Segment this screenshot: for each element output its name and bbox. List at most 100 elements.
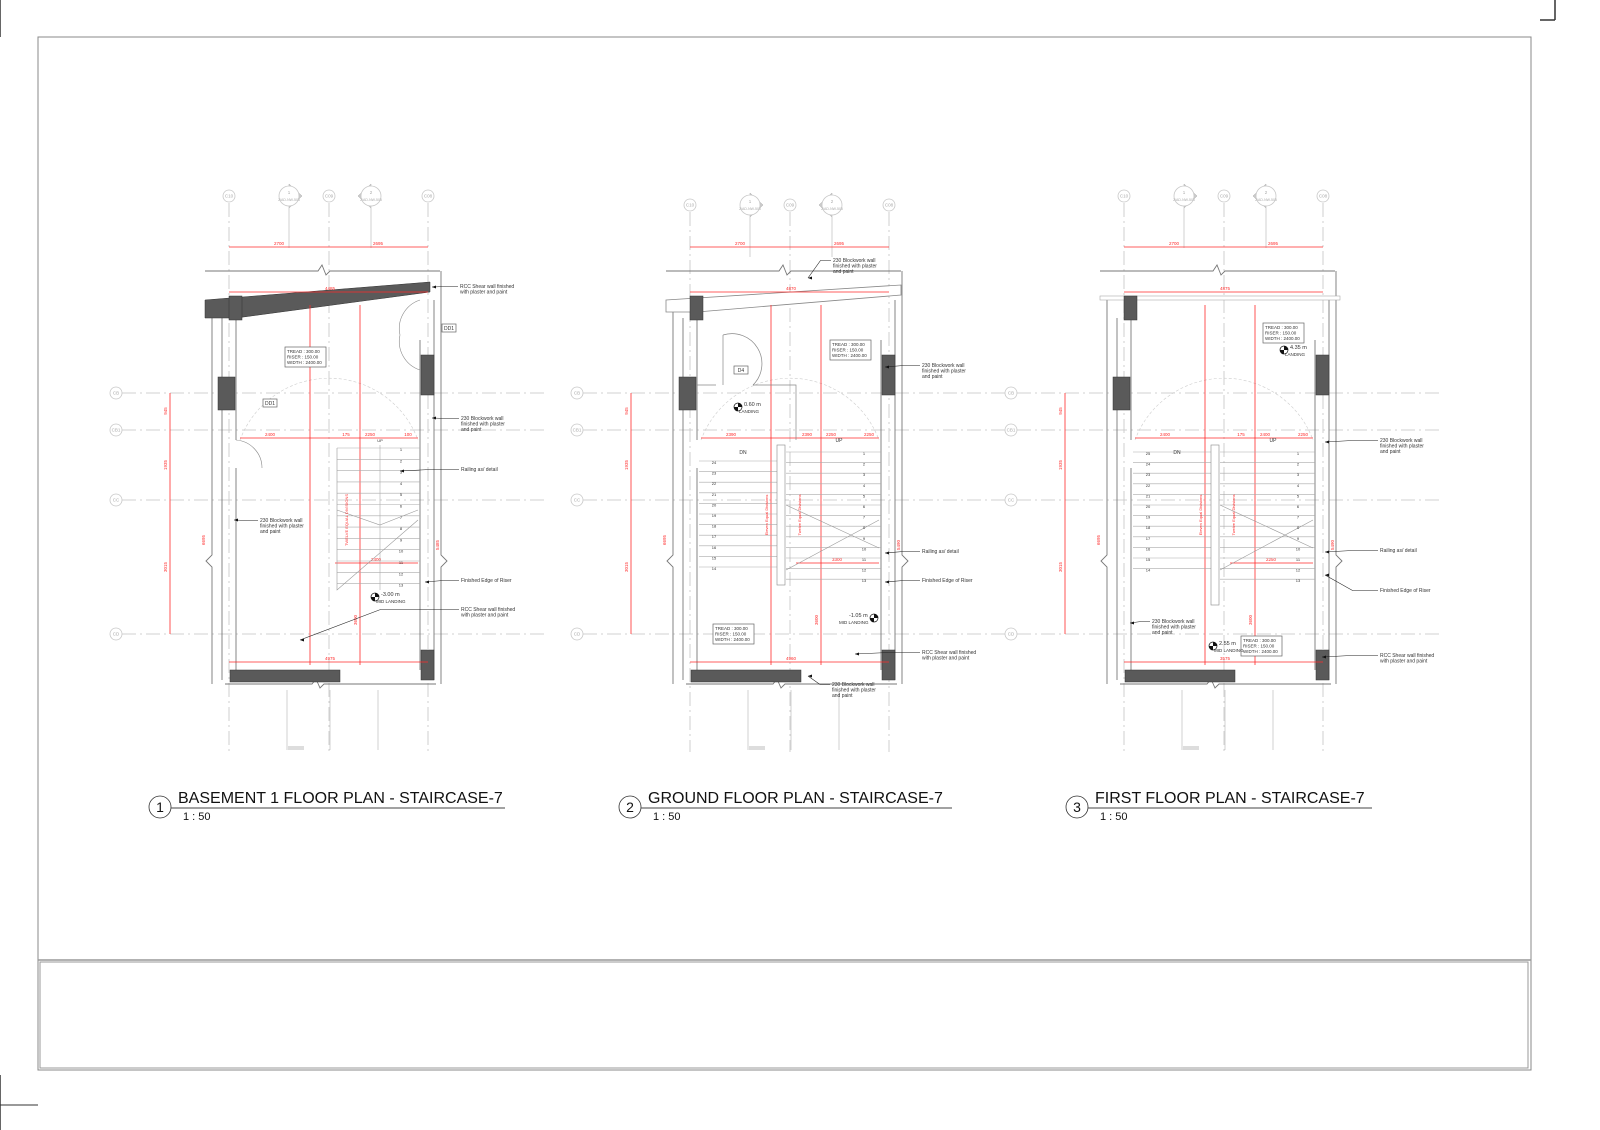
dim-text: 4485 — [325, 286, 336, 291]
note-text: Railing as/ detail — [1380, 548, 1417, 554]
section-number: 2 — [831, 199, 834, 204]
step-number: 12 — [1296, 568, 1301, 573]
grid-bubble — [421, 189, 435, 203]
dim-text: 3600 — [353, 614, 358, 625]
annotation-note: Railing as/ detail — [1324, 548, 1417, 554]
note-text: and paint — [832, 693, 853, 699]
step-number: 19 — [712, 513, 717, 518]
rcc-shear-wall — [204, 281, 431, 319]
step-number: 24 — [1146, 462, 1151, 467]
stair-direction-up: UP — [377, 438, 383, 443]
column — [1112, 376, 1131, 411]
step-number: 11 — [862, 557, 867, 562]
view-number-bubble — [618, 795, 642, 819]
grid-bubble — [1117, 189, 1131, 203]
step-number: 10 — [1296, 546, 1301, 551]
division-label: Twelve Equal Divisions — [1231, 495, 1236, 536]
note-text: finished with plaster — [833, 264, 877, 270]
dim-text: 945 — [163, 407, 168, 415]
note-text: RCC Shear wall finished — [1380, 653, 1434, 659]
step-number: 7 — [1297, 515, 1300, 520]
leader-arrow-icon — [1325, 550, 1329, 554]
door-swing — [399, 299, 421, 371]
section-marker: 12/AD-NW-503 — [739, 192, 764, 257]
view-number-bubble — [1065, 795, 1089, 819]
dim-text: 3600 — [1248, 614, 1253, 625]
break-line-top — [1100, 264, 1335, 276]
note-text: Finished Edge of Riser — [461, 578, 512, 584]
extension-base — [1183, 746, 1199, 750]
level-value: -1.05 m — [849, 613, 868, 619]
spec-riser: RISER : 150.00 — [832, 348, 864, 353]
leader-line — [884, 551, 920, 554]
level-value: -3.00 m — [381, 592, 400, 598]
grid-label: CB — [113, 391, 119, 396]
section-bubble — [278, 185, 300, 207]
note-text: finished with plaster — [1152, 625, 1196, 631]
note-text: finished with plaster — [922, 369, 966, 375]
section-bubble — [739, 194, 761, 216]
grid-label: CC — [1008, 498, 1015, 503]
step-number: 14 — [712, 566, 717, 571]
column — [678, 376, 697, 411]
grid-bubble — [1004, 386, 1018, 400]
step-number: 4 — [400, 481, 403, 486]
leader-line — [884, 580, 920, 583]
grid-label: C10 — [686, 203, 695, 208]
grid-label: CB — [1008, 391, 1014, 396]
break-line-bottom — [686, 678, 897, 689]
step-number: 15 — [1146, 557, 1151, 562]
column — [1315, 354, 1330, 396]
grid-label: C08 — [885, 203, 894, 208]
dim-text: 3015 — [163, 561, 168, 572]
grid-bubble — [109, 386, 123, 400]
step-number: 16 — [712, 545, 717, 550]
door-tag-box — [441, 323, 457, 333]
dim-text: 2700 — [735, 241, 746, 246]
level-value: 2.55 m — [1219, 641, 1236, 647]
step-number: 6 — [400, 504, 403, 509]
step-number: 13 — [1296, 578, 1301, 583]
leader-arrow-icon — [808, 674, 812, 678]
spec-tread: TREAD : 300.00 — [287, 349, 320, 354]
outline-left — [1100, 300, 1108, 684]
leader-arrow-icon — [432, 285, 436, 289]
grid-label: CB1 — [112, 428, 121, 433]
dim-text: 2250 — [826, 432, 837, 437]
dim-text: 6695 — [201, 534, 206, 545]
grid-label: C08 — [424, 194, 433, 199]
note-text: Railing as/ detail — [922, 549, 959, 555]
section-marker: 12/AD-NW-503 — [1173, 183, 1198, 248]
step-number: 12 — [862, 568, 867, 573]
note-text: RCC Shear wall finished — [461, 607, 515, 613]
leader-line — [1324, 550, 1378, 553]
step-number: 3 — [1297, 472, 1300, 477]
step-number: 12 — [399, 571, 404, 576]
section-bubble — [1255, 185, 1277, 207]
section-bubble — [821, 194, 843, 216]
step-number: 22 — [712, 481, 717, 486]
dim-text: 5490 — [1330, 539, 1335, 550]
step-number: 18 — [712, 524, 717, 529]
leader-line — [884, 365, 920, 368]
step-number: 24 — [712, 460, 717, 465]
door-tag: DD1 — [444, 326, 454, 332]
step-number: 17 — [1146, 536, 1151, 541]
dim-text: 6695 — [1096, 534, 1101, 545]
division-label: Twelve Equal Divisions — [797, 495, 802, 536]
spec-box-frame — [284, 346, 327, 368]
spec-box-frame — [829, 339, 872, 361]
note-text: 230 Blockwork wall — [461, 416, 504, 422]
leader-arrow-icon — [855, 652, 859, 656]
step-number: 5 — [1297, 493, 1300, 498]
